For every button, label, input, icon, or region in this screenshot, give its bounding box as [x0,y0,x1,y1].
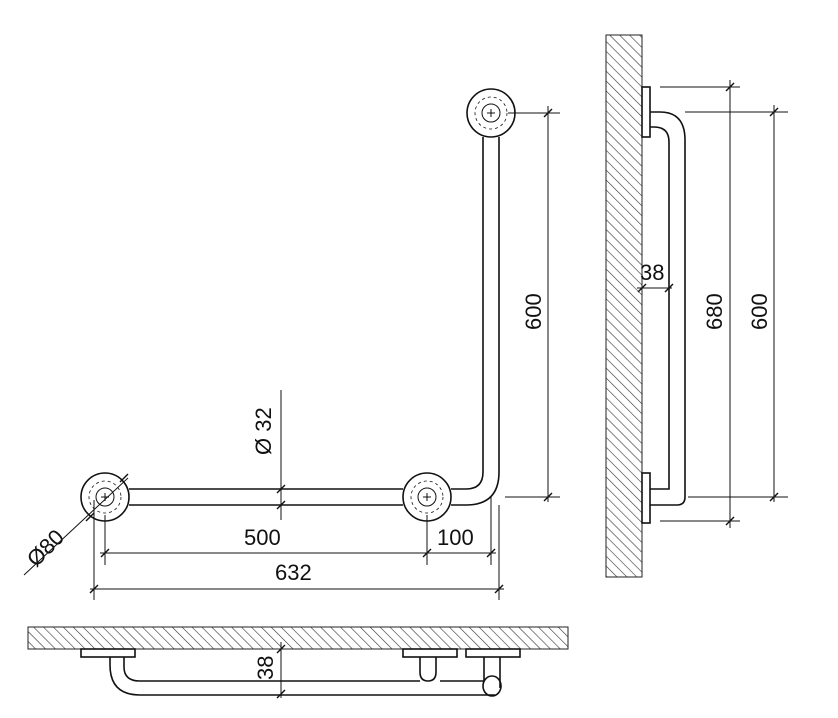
top-bar-profile [109,657,502,697]
top-view: 38 [27,626,569,699]
label-100: 100 [437,525,474,550]
label-680: 680 [702,293,727,330]
dimension-top-38: 38 [253,642,286,699]
front-view: Ø 32 Ø80 500 100 [22,88,560,600]
label-500: 500 [244,525,281,550]
label-rosette-diameter: Ø80 [22,524,69,571]
side-wall [605,34,643,578]
dimension-680: 680 [660,80,740,528]
label-side-38: 38 [640,260,664,285]
label-tube-diameter: Ø 32 [251,407,276,455]
label-600-side: 600 [747,293,772,330]
dimension-100: 100 [427,525,496,558]
side-bar-profile [650,111,686,506]
dimension-rosette-diameter: Ø80 [22,473,129,576]
rosette-top [466,88,516,138]
rosette-middle [402,472,452,522]
side-view: 38 680 600 [605,34,788,578]
l-shaped-bar [129,137,500,506]
dimension-tube-diameter: Ø 32 [251,407,286,510]
dimension-side-38: 38 [637,260,674,293]
dimension-632: 632 [89,560,504,594]
label-632: 632 [275,560,312,585]
dimension-600-side: 600 [685,105,788,502]
top-wall [27,626,569,650]
label-600-front: 600 [521,293,546,330]
dimension-600-front: 600 [505,106,560,502]
label-top-38: 38 [253,656,278,680]
dimension-500: 500 [100,525,432,558]
